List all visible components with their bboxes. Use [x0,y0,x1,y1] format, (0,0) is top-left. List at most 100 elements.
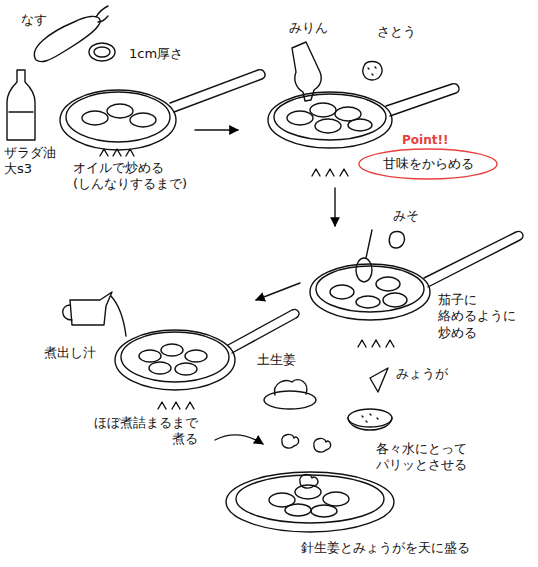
step-label: 各々水にとって パリッとさせる [375,441,468,474]
myoga [370,368,388,392]
frying-pan [185,350,207,362]
point-heading: Point!! [400,133,450,147]
frying-pan [424,231,523,287]
step-label: ザラダ油 大s3 [3,145,57,178]
eggplant [94,47,110,57]
serving-plate [226,472,394,532]
frying-pan [268,84,459,148]
step-label: 茄子に 絡めるように 炒める [437,292,517,341]
step-arrow [334,188,335,226]
step-label: 針生姜とみょうがを天に盛る [300,540,471,556]
frying-pan [82,111,108,125]
step-arrow [215,435,263,444]
frying-pan [130,113,156,127]
step-label: 煮出し汁 [43,345,97,361]
flame-mark [358,340,394,347]
step-label: 土生姜 [256,352,297,368]
water-bowl [348,409,392,427]
flame-mark [312,169,348,176]
water-bowl [348,418,392,430]
stock-pitcher [63,305,72,320]
step-arrow [215,435,263,444]
frying-pan [107,104,133,118]
oval-outline [359,149,497,179]
recipe-illustration [7,6,523,532]
flame-mark [100,149,134,156]
water-bowl [348,409,392,430]
sugar-lump [363,62,382,81]
serving-plate [311,505,337,517]
step-label: みょうが [395,366,449,382]
frying-pan [310,103,336,117]
frying-pan [175,363,197,375]
frying-pan [149,362,171,374]
serving-plate [323,492,349,506]
flame-mark [358,340,394,347]
oil-bottle [9,111,33,112]
step-label: 1cm厚さ [128,46,184,62]
eggplant [89,43,115,61]
step-arrow [256,283,300,300]
frying-pan [310,264,430,320]
ginger-dish [264,391,316,409]
serving-plate [300,475,318,489]
flame-mark [100,149,134,156]
sugar-lump [363,62,382,81]
step-label: みそ [392,208,420,224]
step-label: みりん [288,20,329,36]
frying-pan [386,84,459,116]
frying-pan [228,309,299,353]
point-oval: Point!!甘味をからめる [358,148,498,180]
frying-pan [139,350,161,362]
step-arrow [195,129,238,130]
frying-pan [268,92,392,148]
step-label: なす [20,12,48,28]
frying-pan [60,90,176,150]
frying-pan [170,70,265,112]
frying-pan [376,277,400,291]
garnish [282,435,331,453]
myoga [370,368,388,392]
step-label: オイルで炒める (しんなりするまで) [72,160,188,193]
serving-plate [285,504,311,516]
water-bowl [362,414,378,422]
sugar-lump [368,67,376,75]
garnish [314,439,331,453]
garnish [282,435,299,449]
miso-spoon [389,232,404,249]
frying-pan [115,330,235,390]
miso-spoon [366,230,372,258]
oil-bottle [7,70,35,140]
frying-pan [121,332,229,382]
frying-pan [383,293,407,307]
step-arrow [256,283,300,300]
serving-plate [226,472,394,532]
stock-pitcher [70,292,112,325]
serving-plate [295,485,321,499]
frying-pan [315,119,341,133]
step-label: さとう [376,24,417,40]
step-arrow [334,188,335,226]
step-label: ほぼ煮詰まるまで 煮る [93,415,199,448]
frying-pan [348,119,372,131]
frying-pan [330,285,354,299]
oil-bottle [7,70,35,140]
step-arrow [195,129,238,130]
miso-spoon [356,230,404,282]
frying-pan [356,296,380,308]
flame-mark [158,402,194,409]
flame-mark [312,169,348,176]
frying-pan [161,344,183,356]
flame-mark [158,402,194,409]
eggplant [96,6,108,22]
frying-pan [316,266,424,312]
ginger-dish [275,380,307,395]
serving-plate [236,475,384,523]
frying-pan [287,111,313,125]
frying-pan [115,309,299,390]
stock-pitcher [63,292,126,336]
point-text: 甘味をからめる [383,156,474,173]
miso-spoon [356,258,372,282]
